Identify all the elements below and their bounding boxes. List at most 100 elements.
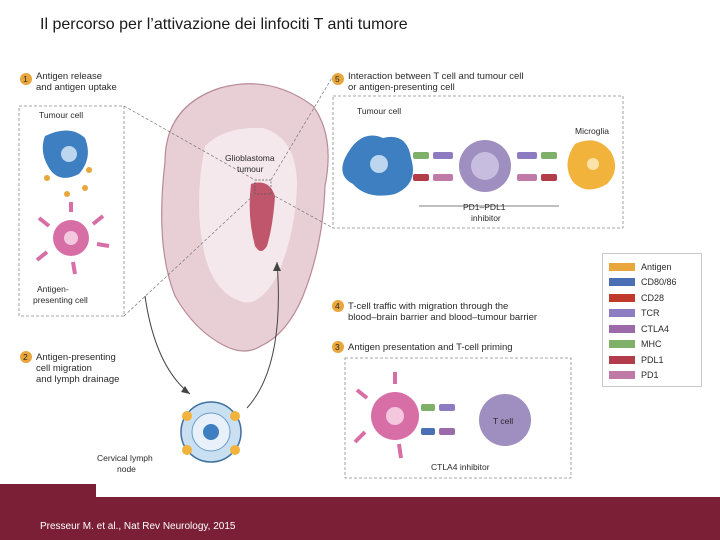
legend-label: CD80/86 bbox=[641, 277, 677, 288]
pdl1-receptor-1 bbox=[413, 174, 429, 181]
step5-panel-frame bbox=[332, 95, 624, 229]
legend-label: Antigen bbox=[641, 261, 672, 272]
legend-item: MHC bbox=[609, 337, 701, 353]
step3-badge bbox=[332, 341, 344, 353]
legend-swatch bbox=[609, 293, 635, 302]
legend-label: PDL1 bbox=[641, 354, 664, 365]
step4-number: 4 bbox=[335, 301, 340, 311]
label-pd1-inhibitor: inhibitor bbox=[471, 213, 501, 223]
cd80-receptor bbox=[421, 428, 435, 435]
legend-item: CD80/86 bbox=[609, 275, 701, 291]
label-apc-2: presenting cell bbox=[33, 295, 88, 305]
legend-swatch bbox=[609, 355, 635, 364]
slide-title: Il percorso per l’attivazione dei linfoc… bbox=[40, 16, 408, 33]
t-cell-bottom bbox=[479, 394, 531, 446]
step5-badge bbox=[332, 73, 344, 85]
cervical-lymph-node bbox=[180, 401, 242, 463]
trafficking-arrow-up-head bbox=[273, 262, 281, 271]
glioblastoma-tumour bbox=[249, 182, 275, 251]
label-glioblastoma-2: tumour bbox=[237, 164, 264, 174]
step5-number: 5 bbox=[335, 74, 340, 84]
pd1-receptor-1 bbox=[433, 174, 453, 181]
antigen-dot-2 bbox=[86, 167, 92, 173]
antigen-presenting-cell-right bbox=[353, 372, 419, 459]
pdl1-receptor-2 bbox=[541, 174, 557, 181]
step3-line1: Antigen presentation and T-cell priming bbox=[348, 342, 513, 353]
label-t-cell: T cell bbox=[493, 416, 513, 426]
pathway-figure: 1 Antigen release and antigen uptake Tum… bbox=[15, 66, 627, 484]
connector-line-1 bbox=[123, 105, 256, 181]
t-cell-top bbox=[459, 140, 511, 192]
step1-badge bbox=[20, 73, 32, 85]
step2-line2: cell migration bbox=[36, 363, 92, 374]
microglia-cell bbox=[567, 140, 616, 190]
legend-label: CTLA4 bbox=[641, 323, 670, 334]
mhc-receptor-2 bbox=[541, 152, 557, 159]
citation: Presseur M. et al., Nat Rev Neurology, 2… bbox=[40, 521, 236, 532]
legend-swatch bbox=[609, 324, 635, 333]
antigen-dot-1 bbox=[44, 175, 50, 181]
legend-label: PD1 bbox=[641, 370, 659, 381]
label-glioblastoma-1: Glioblastoma bbox=[225, 153, 275, 163]
step5-line2: or antigen-presenting cell bbox=[348, 82, 455, 93]
antigen-dot-3 bbox=[82, 185, 88, 191]
legend-item: CD28 bbox=[609, 290, 701, 306]
legend-swatch bbox=[609, 371, 635, 380]
label-cervical-1: Cervical lymph bbox=[97, 453, 153, 463]
label-cervical-2: node bbox=[117, 464, 136, 474]
step4-line2: blood–brain barrier and blood–tumour bar… bbox=[348, 312, 537, 323]
trafficking-arrow-up bbox=[246, 261, 279, 409]
legend-item: PDL1 bbox=[609, 352, 701, 368]
step4-line1: T-cell traffic with migration through th… bbox=[348, 301, 508, 312]
legend-label: CD28 bbox=[641, 292, 665, 303]
pathway-diagram: 1 Antigen release and antigen uptake Tum… bbox=[18, 71, 624, 479]
step2-line3: and lymph drainage bbox=[36, 374, 119, 385]
legend-swatch bbox=[609, 278, 635, 287]
label-ctla4-inhibitor: CTLA4 inhibitor bbox=[431, 462, 490, 472]
legend-swatch bbox=[609, 262, 635, 271]
tumour-cell-left-nucleus bbox=[61, 146, 77, 162]
step2-number: 2 bbox=[23, 352, 28, 362]
step1-line2: and antigen uptake bbox=[36, 82, 117, 93]
tumour-cell-top bbox=[342, 135, 413, 196]
mhc-receptor-3 bbox=[421, 404, 435, 411]
label-apc-1: Antigen- bbox=[37, 284, 69, 294]
step5-line1: Interaction between T cell and tumour ce… bbox=[348, 71, 524, 82]
step4-badge bbox=[332, 300, 344, 312]
footer-notch bbox=[0, 484, 96, 497]
step3-number: 3 bbox=[335, 342, 340, 352]
legend-swatch bbox=[609, 340, 635, 349]
antigen-presenting-cell-left bbox=[35, 202, 110, 275]
brain-white-matter bbox=[199, 127, 297, 303]
label-tumour-cell-top: Tumour cell bbox=[357, 106, 401, 116]
migration-arrow-down-head bbox=[181, 386, 190, 394]
left-panel-frame bbox=[18, 105, 125, 317]
label-microglia: Microglia bbox=[575, 126, 609, 136]
ctla4-receptor bbox=[439, 428, 455, 435]
tumour-zoom-box bbox=[254, 179, 272, 195]
legend-item: TCR bbox=[609, 306, 701, 322]
migration-arrow-down bbox=[144, 295, 191, 395]
step2-line1: Antigen-presenting bbox=[36, 352, 116, 363]
tcr-receptor-2 bbox=[517, 152, 537, 159]
legend-label: TCR bbox=[641, 308, 660, 319]
legend-item: PD1 bbox=[609, 368, 701, 384]
footer-bar bbox=[0, 497, 720, 540]
legend-label: MHC bbox=[641, 339, 662, 350]
step2-badge bbox=[20, 351, 32, 363]
antigen-dot-4 bbox=[64, 191, 70, 197]
tcr-receptor-1 bbox=[433, 152, 453, 159]
legend-swatch bbox=[609, 309, 635, 318]
pd1-receptor-2 bbox=[517, 174, 537, 181]
step3-panel-frame bbox=[344, 357, 572, 479]
mhc-receptor-1 bbox=[413, 152, 429, 159]
label-tumour-cell-left: Tumour cell bbox=[39, 110, 83, 120]
step1-number: 1 bbox=[23, 74, 28, 84]
connector-line-4 bbox=[270, 193, 334, 229]
step1-line1: Antigen release bbox=[36, 71, 102, 82]
connector-line-3 bbox=[270, 75, 334, 181]
label-pd1-pdl1: PD1–PDL1 bbox=[463, 202, 506, 212]
legend-item: Antigen bbox=[609, 259, 701, 275]
legend-item: CTLA4 bbox=[609, 321, 701, 337]
